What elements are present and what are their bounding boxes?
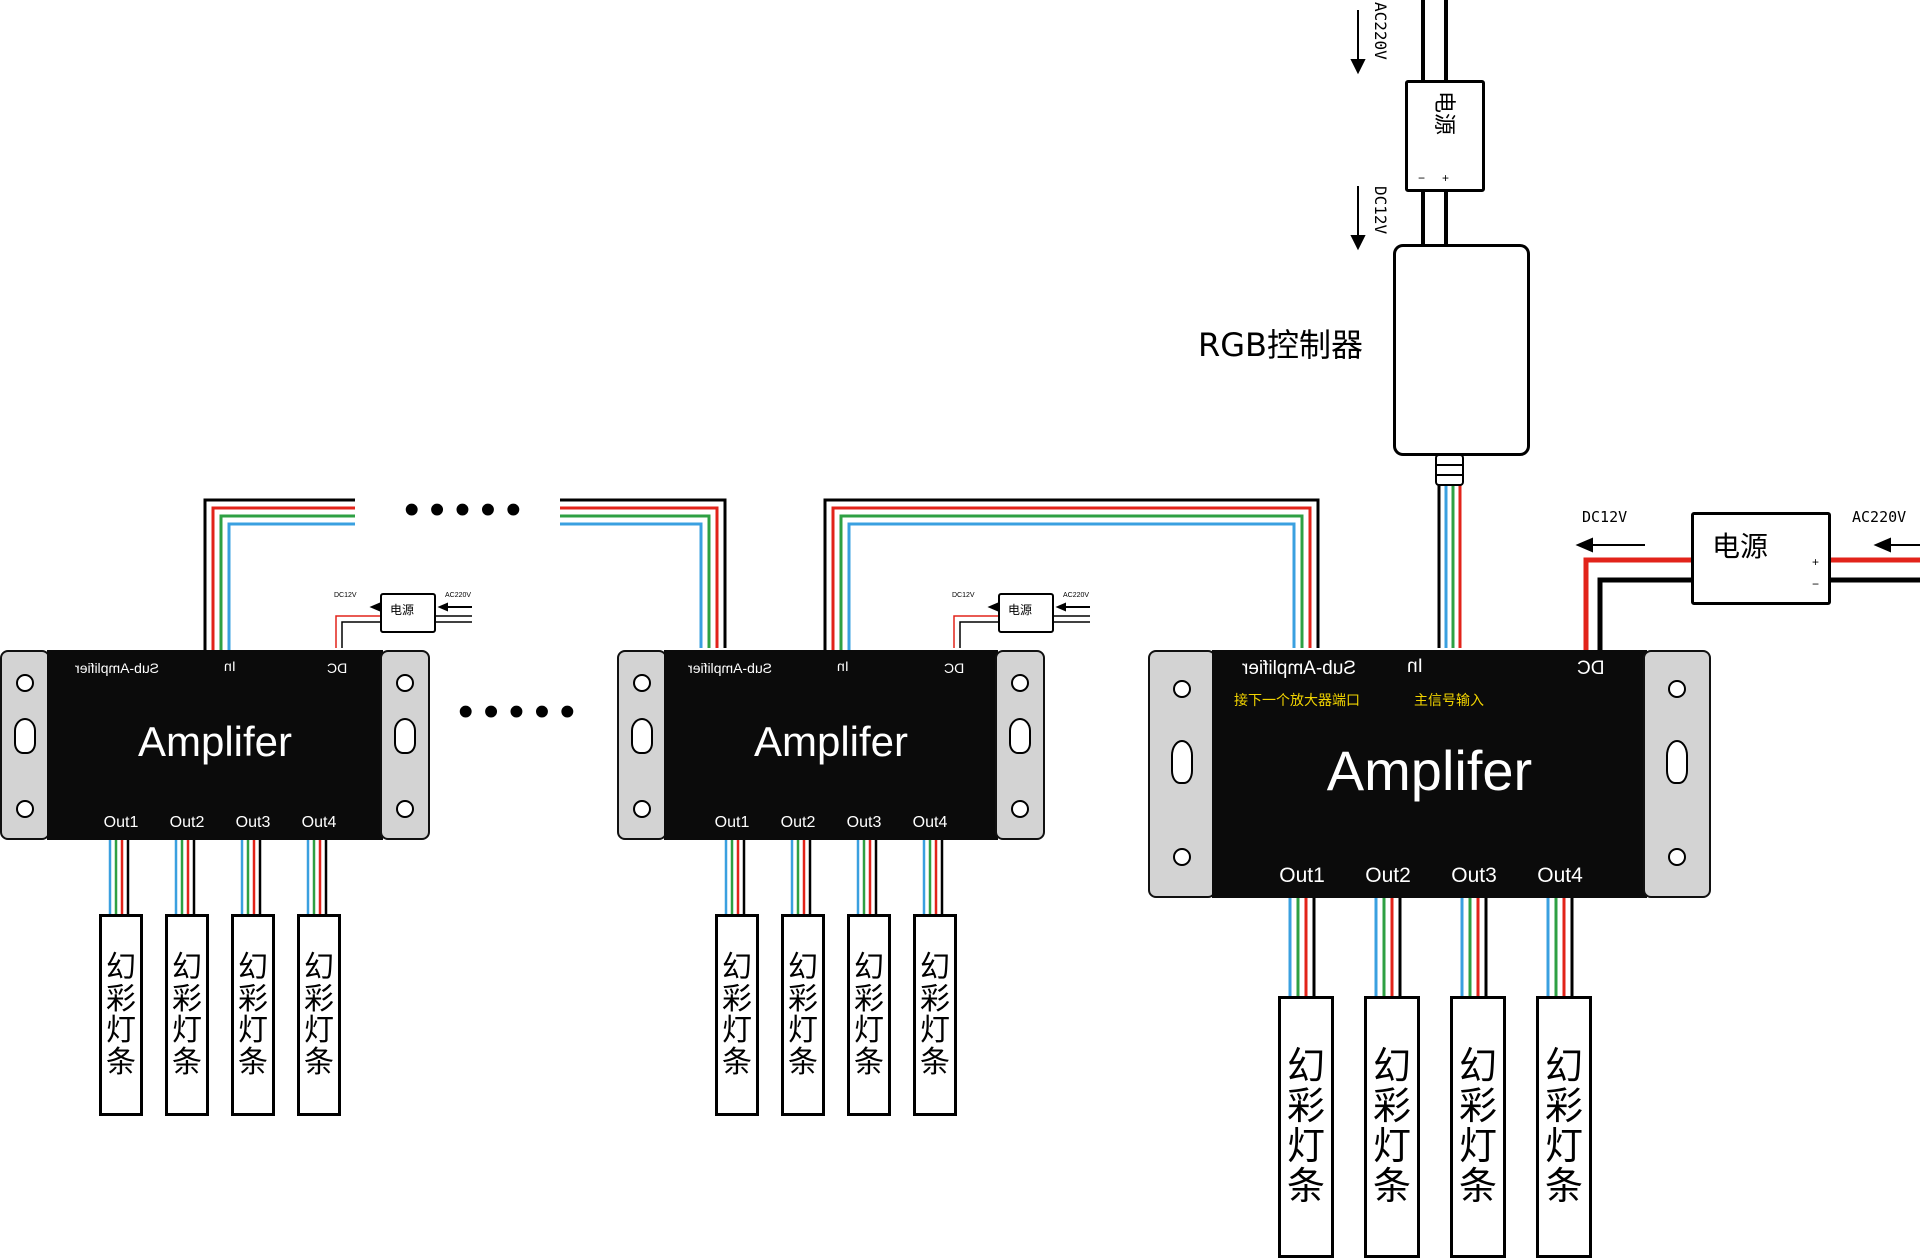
led-strip: 幻彩灯条: [913, 914, 957, 1116]
dc-port-label: DC: [944, 660, 965, 676]
mounting-ear-right: [380, 650, 430, 840]
dc12v-top-label: DC12V: [1371, 186, 1390, 235]
dc12v-amp2-label: DC12V: [952, 592, 975, 599]
led-strip: 幻彩灯条: [297, 914, 341, 1116]
continuation-dots-top: •••••: [404, 485, 532, 534]
right-power-wires: [1583, 557, 1920, 652]
ac220v-right-label: AC220V: [1852, 508, 1907, 526]
power-supply-amp3-label: 电源: [390, 603, 415, 617]
amplifier-3-body: Sub-Amplifier In DC Amplifer Out1 Out2 O…: [47, 650, 383, 840]
ac220v-amp2-label: AC220V: [1063, 592, 1090, 599]
led-strip: 幻彩灯条: [1364, 996, 1420, 1258]
output-label-3: Out3: [846, 814, 882, 831]
rgb-controller: [1393, 244, 1530, 456]
output-label-2: Out2: [169, 814, 205, 831]
led-strip: 幻彩灯条: [231, 914, 275, 1116]
power-supply-amp2-label: 电源: [1008, 603, 1033, 617]
output-label-1: Out1: [103, 814, 139, 831]
polarity-minus-top: −: [1418, 171, 1426, 185]
power-supply-right-label: 电源: [1712, 530, 1769, 563]
mounting-ear-left: [617, 650, 667, 840]
controller-output-cable: [1437, 485, 1462, 648]
led-strip: 幻彩灯条: [1536, 996, 1592, 1258]
amplifier-3-title: Amplifer: [137, 718, 293, 765]
voltage-arrows: [369, 10, 1920, 612]
controller-connector: [1435, 454, 1464, 486]
led-strip: 幻彩灯条: [1278, 996, 1334, 1258]
output-label-4: Out4: [912, 814, 948, 831]
mounting-ear-left: [0, 650, 50, 840]
power-supply-amp3: 电源: [380, 593, 436, 633]
ac220v-amp3-label: AC220V: [445, 592, 472, 599]
power-supply-amp2: 电源: [998, 593, 1054, 633]
main-amp-output-wires: [1288, 898, 1574, 998]
output-label-1: Out1: [714, 814, 750, 831]
rgb-controller-label: RGB控制器: [1198, 326, 1363, 364]
polarity-plus-right: +: [1812, 555, 1820, 569]
amp3-output-wires: [108, 840, 328, 916]
led-strip: 幻彩灯条: [1450, 996, 1506, 1258]
input-port-label: In: [837, 658, 849, 674]
amplifier-2-body: Sub-Amplifier In DC Amplifer Out1 Out2 O…: [664, 650, 998, 840]
led-strip: 幻彩灯条: [847, 914, 891, 1116]
power-supply-right: 电源 + −: [1691, 512, 1831, 605]
sub-amplifier-port-label: Sub-Amplifier: [75, 660, 160, 676]
dc-port-label: DC: [1577, 658, 1605, 679]
amplifier-main: Sub-Amplifier In DC 接下一个放大器端口 主信号输入 Ampl…: [1148, 650, 1711, 898]
output-label-2: Out2: [1365, 864, 1411, 887]
amplifier-main-body: Sub-Amplifier In DC 接下一个放大器端口 主信号输入 Ampl…: [1212, 650, 1647, 898]
amplifier-2: Sub-Amplifier In DC Amplifer Out1 Out2 O…: [617, 650, 1045, 840]
mounting-ear-right: [995, 650, 1045, 840]
amp2-output-wires: [724, 840, 944, 916]
output-label-3: Out3: [1451, 864, 1497, 887]
polarity-minus-right: −: [1812, 577, 1820, 591]
sub-amplifier-port-label: Sub-Amplifier: [1242, 658, 1357, 679]
amplifier-main-title: Amplifer: [1326, 739, 1533, 802]
output-label-4: Out4: [301, 814, 337, 831]
power-supply-top-label: 电源: [1431, 91, 1456, 136]
ac220v-top-label: AC220V: [1371, 2, 1390, 60]
input-port-label: In: [1407, 656, 1423, 677]
ribbon-cable-amp2-out: [560, 498, 727, 648]
dc12v-right-label: DC12V: [1582, 508, 1628, 526]
output-label-3: Out3: [235, 814, 271, 831]
top-power-wires: [1421, 0, 1448, 248]
power-supply-top: 电源 − +: [1405, 80, 1485, 192]
ribbon-cable-main-to-amp2: [823, 498, 1320, 650]
input-port-label: In: [224, 658, 236, 674]
ribbon-cable-to-amp3: [203, 498, 355, 650]
amplifier-2-title: Amplifer: [753, 718, 909, 765]
output-label-1: Out1: [1279, 864, 1325, 887]
sub-amplifier-port-label: Sub-Amplifier: [688, 660, 773, 676]
polarity-plus-top: +: [1442, 171, 1450, 185]
amp2-power-wires: [953, 615, 1090, 648]
led-strip: 幻彩灯条: [99, 914, 143, 1116]
dc12v-amp3-label: DC12V: [334, 592, 357, 599]
mounting-ear-right: [1643, 650, 1711, 898]
amp3-power-wires: [335, 615, 472, 648]
led-strip: 幻彩灯条: [165, 914, 209, 1116]
led-strip: 幻彩灯条: [715, 914, 759, 1116]
continuation-dots-middle: •••••: [458, 687, 586, 736]
output-label-2: Out2: [780, 814, 816, 831]
dc-port-label: DC: [327, 660, 348, 676]
output-label-4: Out4: [1537, 864, 1583, 887]
mounting-ear-left: [1148, 650, 1216, 898]
led-strip: 幻彩灯条: [781, 914, 825, 1116]
sub-amplifier-port-note: 接下一个放大器端口: [1234, 693, 1360, 709]
amplifier-3: Sub-Amplifier In DC Amplifer Out1 Out2 O…: [0, 650, 430, 840]
input-port-note: 主信号输入: [1414, 693, 1484, 709]
